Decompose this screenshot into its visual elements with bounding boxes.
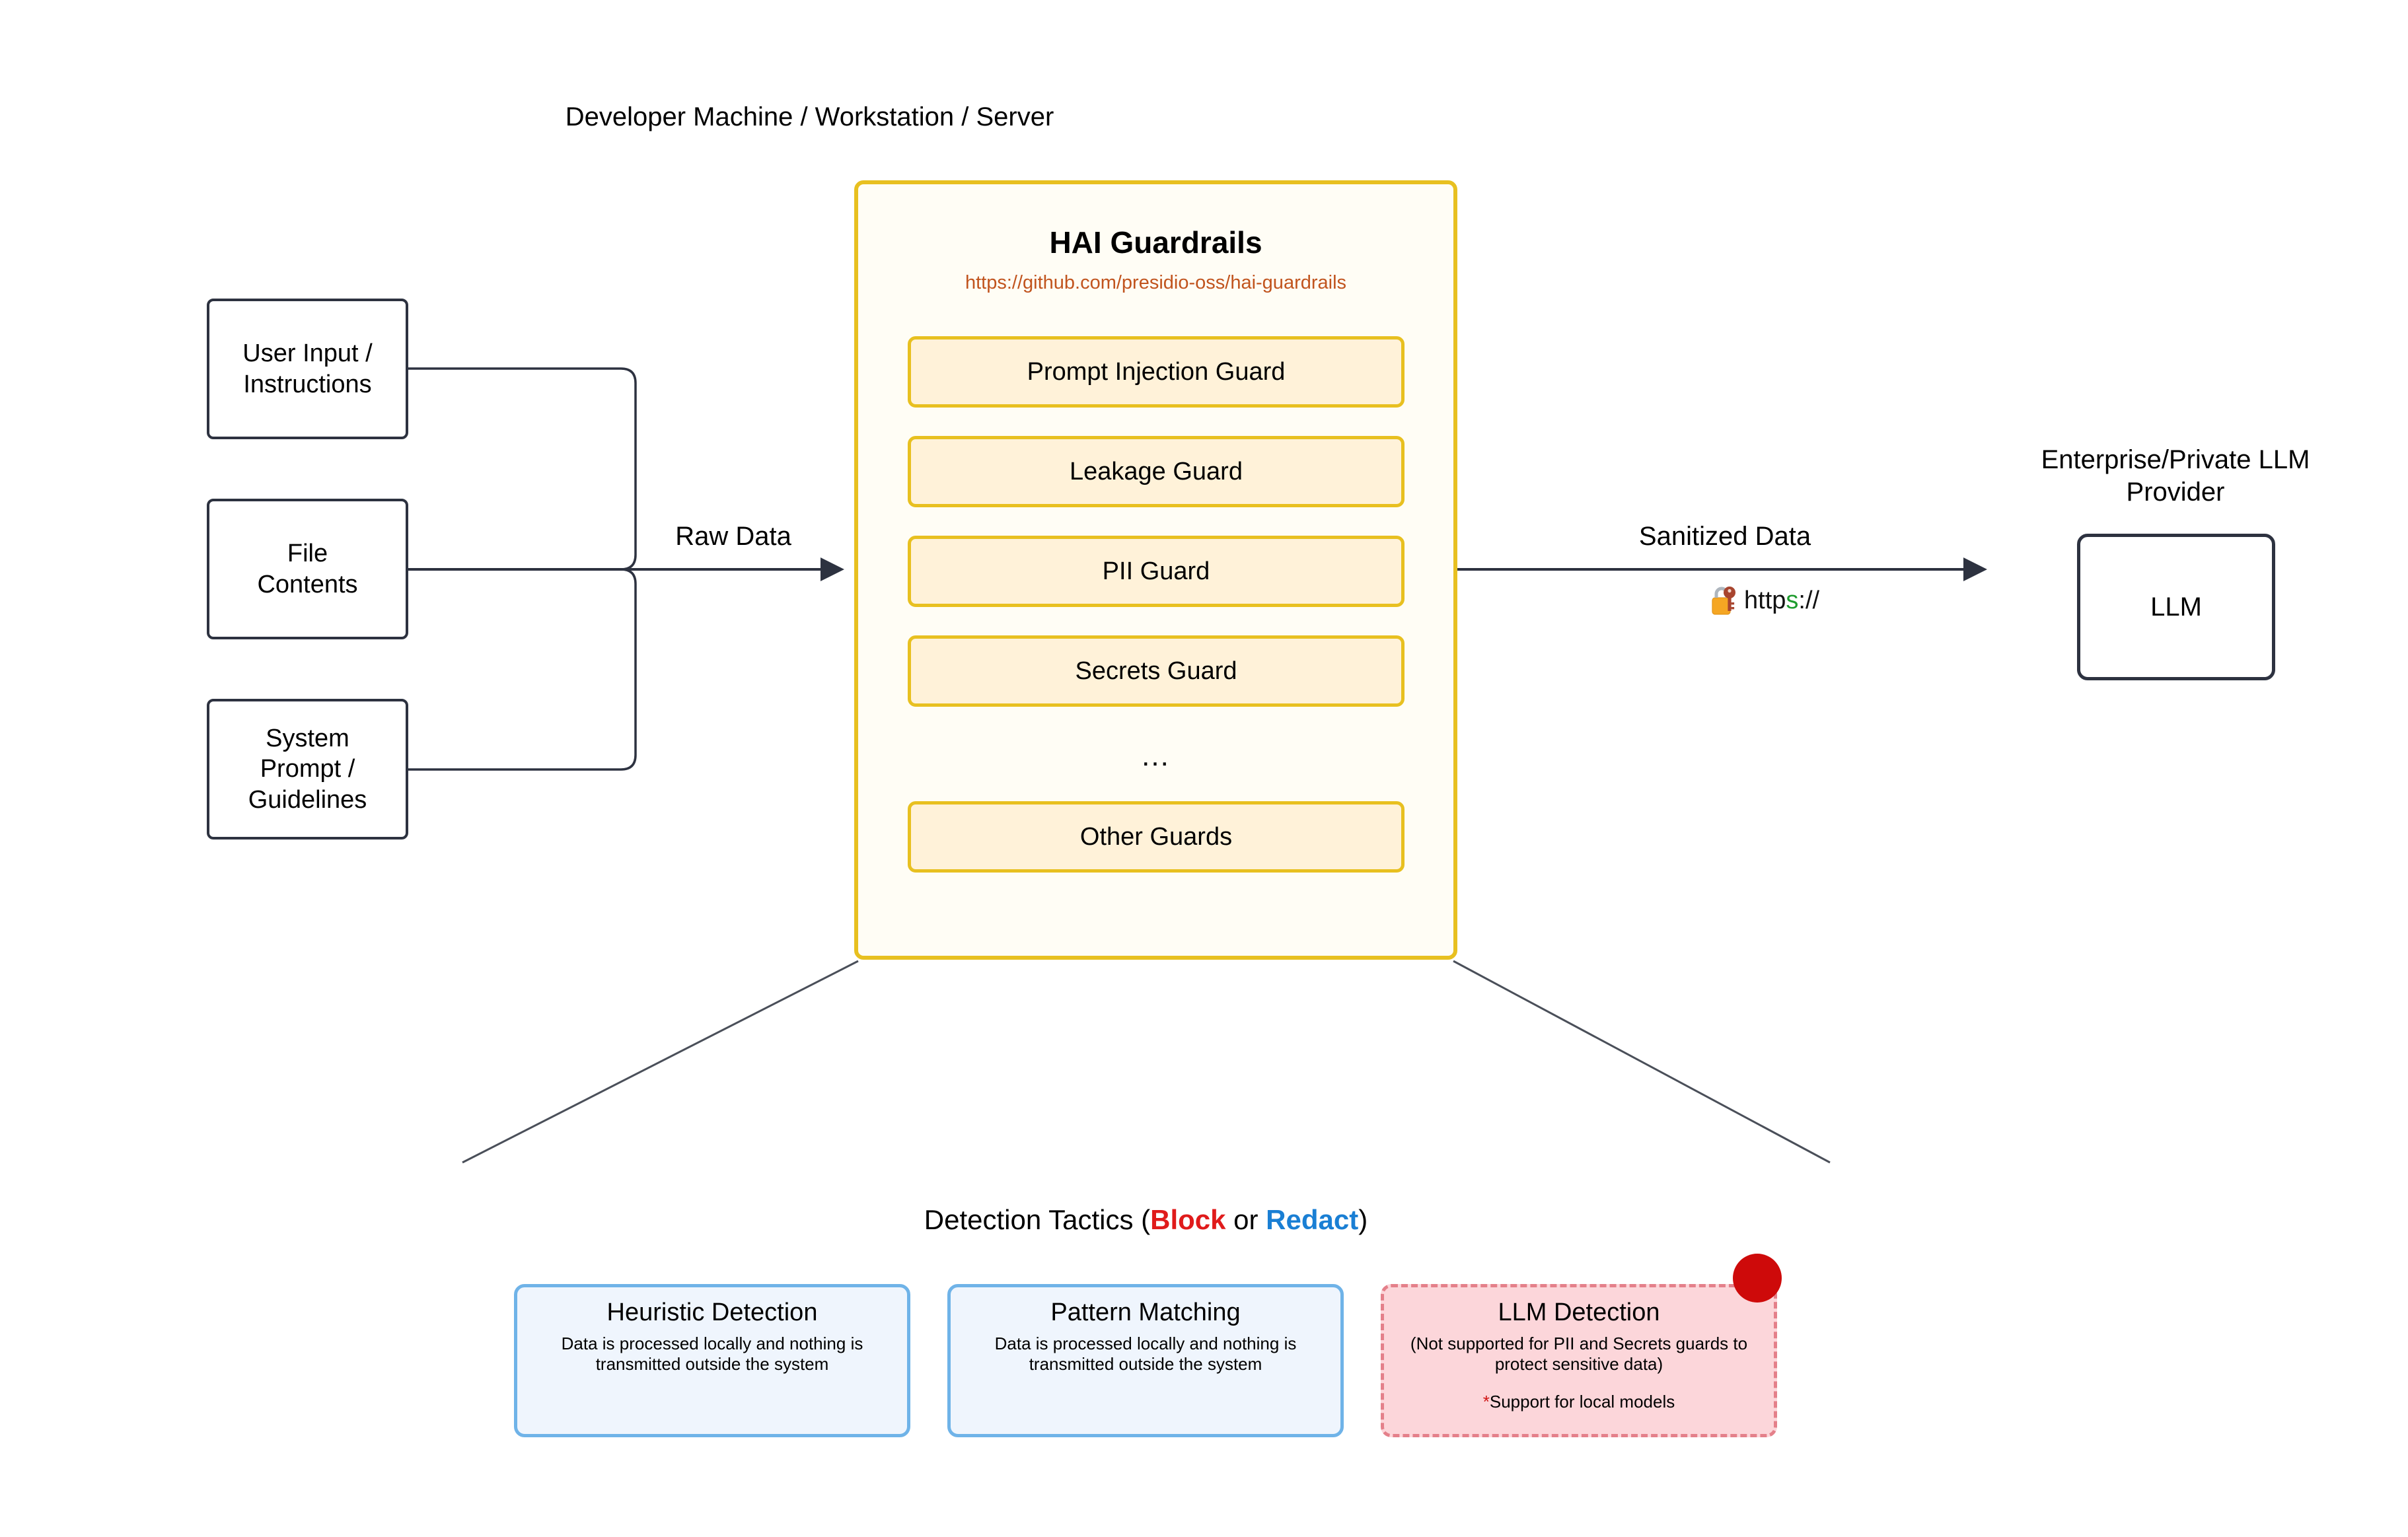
detection-title-suffix: ) [1358,1204,1368,1235]
guard-prompt-injection-label: Prompt Injection Guard [1027,357,1286,386]
https-badge: https:// [1711,585,1819,616]
locked-with-key-icon [1711,585,1740,616]
input-box-file-contents: File Contents [207,499,408,639]
https-s: s [1786,586,1799,614]
guard-pii: PII Guard [908,536,1405,607]
tactic-card-llm-detection-desc: (Not supported for PII and Secrets guard… [1410,1333,1748,1374]
detection-tactics-title: Detection Tactics (Block or Redact) [457,1204,1835,1236]
guard-prompt-injection: Prompt Injection Guard [908,336,1405,408]
hai-guardrails-title: HAI Guardrails [1049,225,1262,260]
llm-detection-red-dot-badge [1733,1254,1782,1303]
sanitized-data-label: Sanitized Data [1638,522,1811,551]
tactic-card-pattern-matching-desc: Data is processed locally and nothing is… [994,1333,1297,1374]
tactic-note-asterisk: * [1482,1392,1490,1412]
input-box-system-prompt: System Prompt / Guidelines [207,699,408,840]
developer-machine-title: Developer Machine / Workstation / Server [565,102,1054,131]
raw-data-label: Raw Data [675,522,791,551]
tactic-card-llm-detection-title: LLM Detection [1498,1299,1660,1326]
input-box-user-input-label: User Input / Instructions [242,340,373,398]
guard-other-label: Other Guards [1079,822,1233,851]
input-box-file-contents-label: File Contents [257,540,358,598]
tactic-card-pattern-matching: Pattern Matching Data is processed local… [947,1284,1344,1437]
detection-title-block: Block [1150,1204,1226,1235]
guard-leakage-label: Leakage Guard [1070,457,1243,485]
https-prefix: http [1744,586,1786,614]
input-box-system-prompt-label: System Prompt / Guidelines [248,724,367,814]
tactic-note-text: Support for local models [1489,1392,1675,1412]
detection-title-prefix: Detection Tactics ( [924,1204,1151,1235]
llm-box-label: LLM [2150,592,2202,622]
guard-leakage: Leakage Guard [908,436,1405,507]
llm-box: LLM [2077,534,2275,680]
guard-secrets-label: Secrets Guard [1075,657,1237,685]
https-label: https:// [1744,587,1819,615]
tactic-card-llm-detection-note: *Support for local models [1483,1392,1675,1412]
tactic-card-llm-detection: LLM Detection (Not supported for PII and… [1381,1284,1777,1437]
llm-provider-title: Enterprise/Private LLM Provider [2041,445,2310,507]
tactic-card-heuristic-title: Heuristic Detection [606,1299,818,1326]
guard-list-ellipsis: ... [1142,740,1170,772]
guard-pii-label: PII Guard [1102,557,1210,585]
hai-guardrails-url[interactable]: https://github.com/presidio-oss/hai-guar… [965,272,1347,293]
tactic-card-pattern-matching-title: Pattern Matching [1050,1299,1241,1326]
https-suffix: :// [1798,586,1820,614]
detection-title-mid: or [1225,1204,1266,1235]
detection-title-redact: Redact [1266,1204,1359,1235]
tactic-card-heuristic: Heuristic Detection Data is processed lo… [514,1284,910,1437]
guard-secrets: Secrets Guard [908,635,1405,707]
input-box-user-input: User Input / Instructions [207,299,408,439]
tactic-card-heuristic-desc: Data is processed locally and nothing is… [561,1333,863,1374]
guard-other: Other Guards [908,801,1405,873]
